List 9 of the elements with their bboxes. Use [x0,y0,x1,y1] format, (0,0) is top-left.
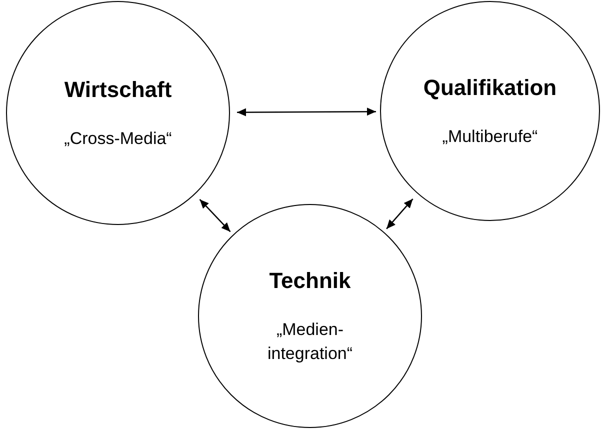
circle-subtitle: „Medien- integration“ [266,319,354,365]
double-arrow [386,198,414,230]
circle-subtitle: „Multiberufe“ [442,126,538,148]
circle-heading: Wirtschaft [64,76,172,104]
double-arrow [237,108,376,116]
double-arrow [199,199,231,232]
circle-heading: Technik [269,266,351,294]
circle-subtitle: „Cross-Media“ [64,128,172,150]
circle-heading: Qualifikation [423,74,557,102]
